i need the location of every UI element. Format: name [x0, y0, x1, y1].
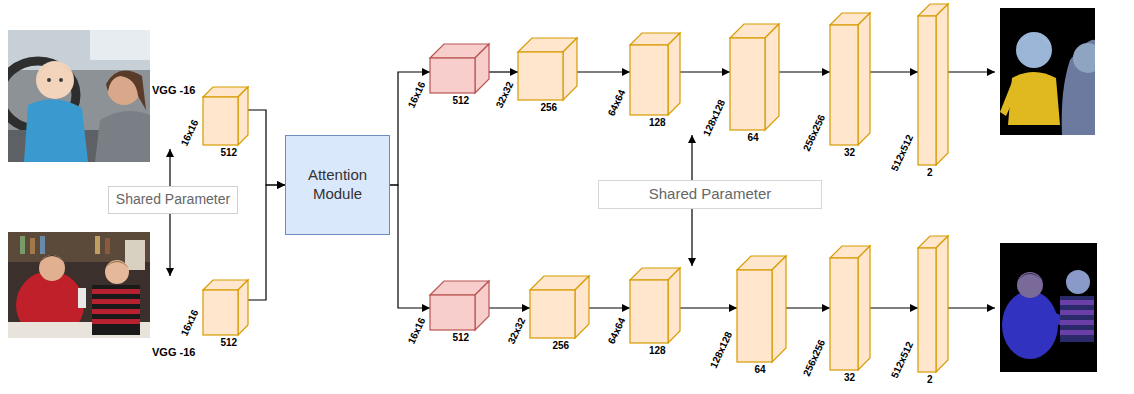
cube-shape — [730, 24, 780, 131]
connector-arrow — [680, 71, 730, 72]
channel-count: 32 — [844, 147, 855, 159]
cube-shape — [430, 44, 490, 94]
shared-pointer — [691, 135, 692, 180]
channel-count: 128 — [649, 117, 666, 129]
spatial-size: 256x256 — [801, 113, 828, 153]
channel-count: 256 — [541, 102, 558, 114]
backbone-label: VGG -16 — [152, 346, 195, 359]
channel-count: 32 — [844, 372, 855, 384]
backbone-label: VGG -16 — [152, 84, 195, 97]
cube-shape — [630, 268, 681, 344]
connector-arrow — [870, 71, 918, 72]
channel-count: 2 — [927, 167, 933, 179]
box-label: Shared Parameter — [649, 185, 772, 204]
spatial-size: 32x32 — [505, 316, 528, 346]
box-label: Shared Parameter — [116, 191, 230, 209]
spatial-size: 16x16 — [178, 308, 201, 338]
spatial-size: 512x512 — [889, 340, 916, 380]
connector-arrow — [577, 71, 630, 72]
input-photo — [8, 232, 150, 338]
spatial-size: 128x128 — [701, 98, 728, 138]
connector-arrow — [248, 185, 285, 300]
spatial-size: 256x256 — [801, 338, 828, 378]
cube-shape — [518, 38, 578, 101]
shared-pointer — [691, 208, 692, 266]
feature-cube: 512x5122 — [918, 236, 948, 372]
connector-arrow — [390, 185, 430, 308]
cube-shape — [203, 87, 249, 146]
connector-arrow — [390, 72, 430, 185]
cube-shape — [530, 276, 590, 339]
channel-count: 512 — [453, 95, 470, 107]
spatial-size: 16x16 — [178, 118, 201, 148]
cube-shape — [203, 280, 249, 336]
input-photo — [8, 30, 150, 162]
feature-cube: 32x32256 — [518, 38, 577, 100]
feature-cube: 128x12864 — [737, 256, 786, 362]
cube-shape — [830, 246, 871, 371]
box-label: Attention Module — [292, 166, 383, 204]
spatial-size: 32x32 — [493, 80, 516, 110]
connector-arrow — [786, 307, 830, 308]
connector-arrow — [870, 307, 918, 308]
feature-cube: 64x64128 — [630, 33, 680, 115]
channel-count: 2 — [927, 374, 933, 386]
feature-cube: 256x25632 — [830, 246, 870, 370]
channel-count: 512 — [221, 147, 238, 159]
spatial-size: 16x16 — [405, 80, 428, 110]
spatial-size: 16x16 — [405, 316, 428, 346]
output-mask — [1000, 243, 1097, 372]
connector-arrow — [248, 110, 285, 185]
cube-shape — [630, 33, 681, 116]
connector-arrow — [489, 71, 518, 72]
connector-arrow — [779, 71, 830, 72]
channel-count: 64 — [748, 132, 759, 144]
shared-parameter-box: Shared Parameter — [598, 180, 822, 209]
feature-cube: 512x5122 — [918, 4, 948, 165]
connector-arrow — [169, 149, 170, 186]
cube-shape — [830, 13, 871, 146]
feature-cube: 64x64128 — [630, 268, 680, 343]
channel-count: 128 — [649, 345, 666, 357]
shared-parameter-box: Shared Parameter — [108, 186, 238, 214]
channel-count: 64 — [755, 364, 766, 376]
bottleneck-cube: 16x16512 — [430, 44, 489, 93]
output-arrow — [948, 71, 995, 72]
attention-module-box: Attention Module — [285, 135, 390, 235]
output-mask — [1000, 8, 1095, 135]
connector-arrow — [680, 307, 737, 308]
channel-count: 512 — [221, 337, 238, 349]
connector-arrow — [589, 307, 630, 308]
feature-cube: 16x16512 — [203, 280, 248, 335]
connector-arrow — [169, 214, 170, 277]
bottleneck-cube: 16x16512 — [430, 281, 489, 330]
connector-arrow — [489, 307, 530, 308]
spatial-size: 64x64 — [605, 316, 628, 346]
cube-shape — [918, 4, 949, 166]
output-arrow — [948, 307, 995, 308]
spatial-size: 128x128 — [708, 330, 735, 370]
channel-count: 256 — [553, 340, 570, 352]
cube-shape — [737, 256, 787, 363]
feature-cube: 128x12864 — [730, 24, 779, 130]
cube-shape — [430, 281, 490, 331]
channel-count: 512 — [453, 332, 470, 344]
spatial-size: 512x512 — [889, 133, 916, 173]
feature-cube: 32x32256 — [530, 276, 589, 338]
cube-shape — [918, 236, 949, 373]
spatial-size: 64x64 — [605, 88, 628, 118]
feature-cube: 256x25632 — [830, 13, 870, 145]
feature-cube: 16x16512 — [203, 87, 248, 145]
